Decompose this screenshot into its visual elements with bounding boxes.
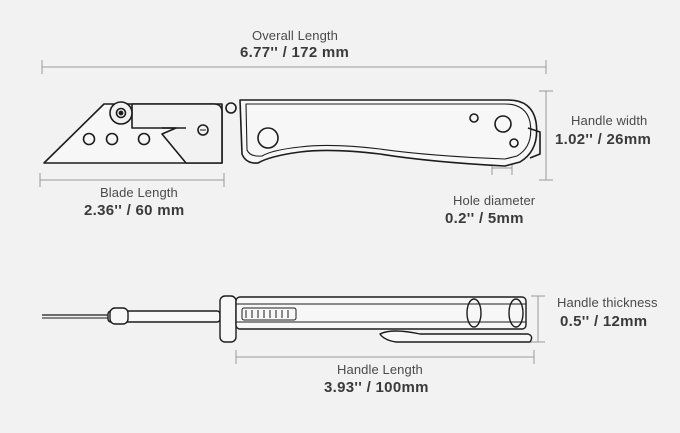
knife-top-view [42,295,533,343]
handle-thickness-label: Handle thickness [557,295,658,310]
overall-length-value: 6.77'' / 172 mm [240,44,350,61]
handle-width-value: 1.02'' / 26mm [555,131,652,148]
rear-roller [466,298,482,328]
pocket-clip [527,127,541,159]
handle-length-label: Handle Length [337,362,423,377]
back-hole [494,115,512,133]
handle-screw [509,138,519,148]
pocket-clip-top [379,330,533,343]
blade-length-label: Blade Length [100,185,178,200]
knife-handle [239,99,538,167]
blade-hole [82,132,96,146]
handle-screw [469,113,479,123]
grip-ribs [241,307,297,321]
pivot-screw [225,102,237,114]
handle-length-value: 3.93'' / 100mm [324,379,429,396]
hole-diameter-value: 0.2'' / 5mm [445,210,524,227]
overall-length-label: Overall Length [252,28,338,43]
knife-side-view [43,99,541,167]
blade-length-value: 2.36'' / 60 mm [84,202,185,219]
rear-roller [508,298,524,328]
handle-width-label: Handle width [571,113,648,128]
handle-thickness-value: 0.5'' / 12mm [560,313,648,330]
lanyard-hole [257,127,279,149]
blade-hole [105,132,119,146]
handle-top [235,296,527,330]
hole-diameter-label: Hole diameter [453,193,536,208]
blade-carrier [131,103,223,164]
blade-hole [137,132,151,146]
carrier-screw [197,124,209,136]
pivot-cap-top [219,295,237,343]
